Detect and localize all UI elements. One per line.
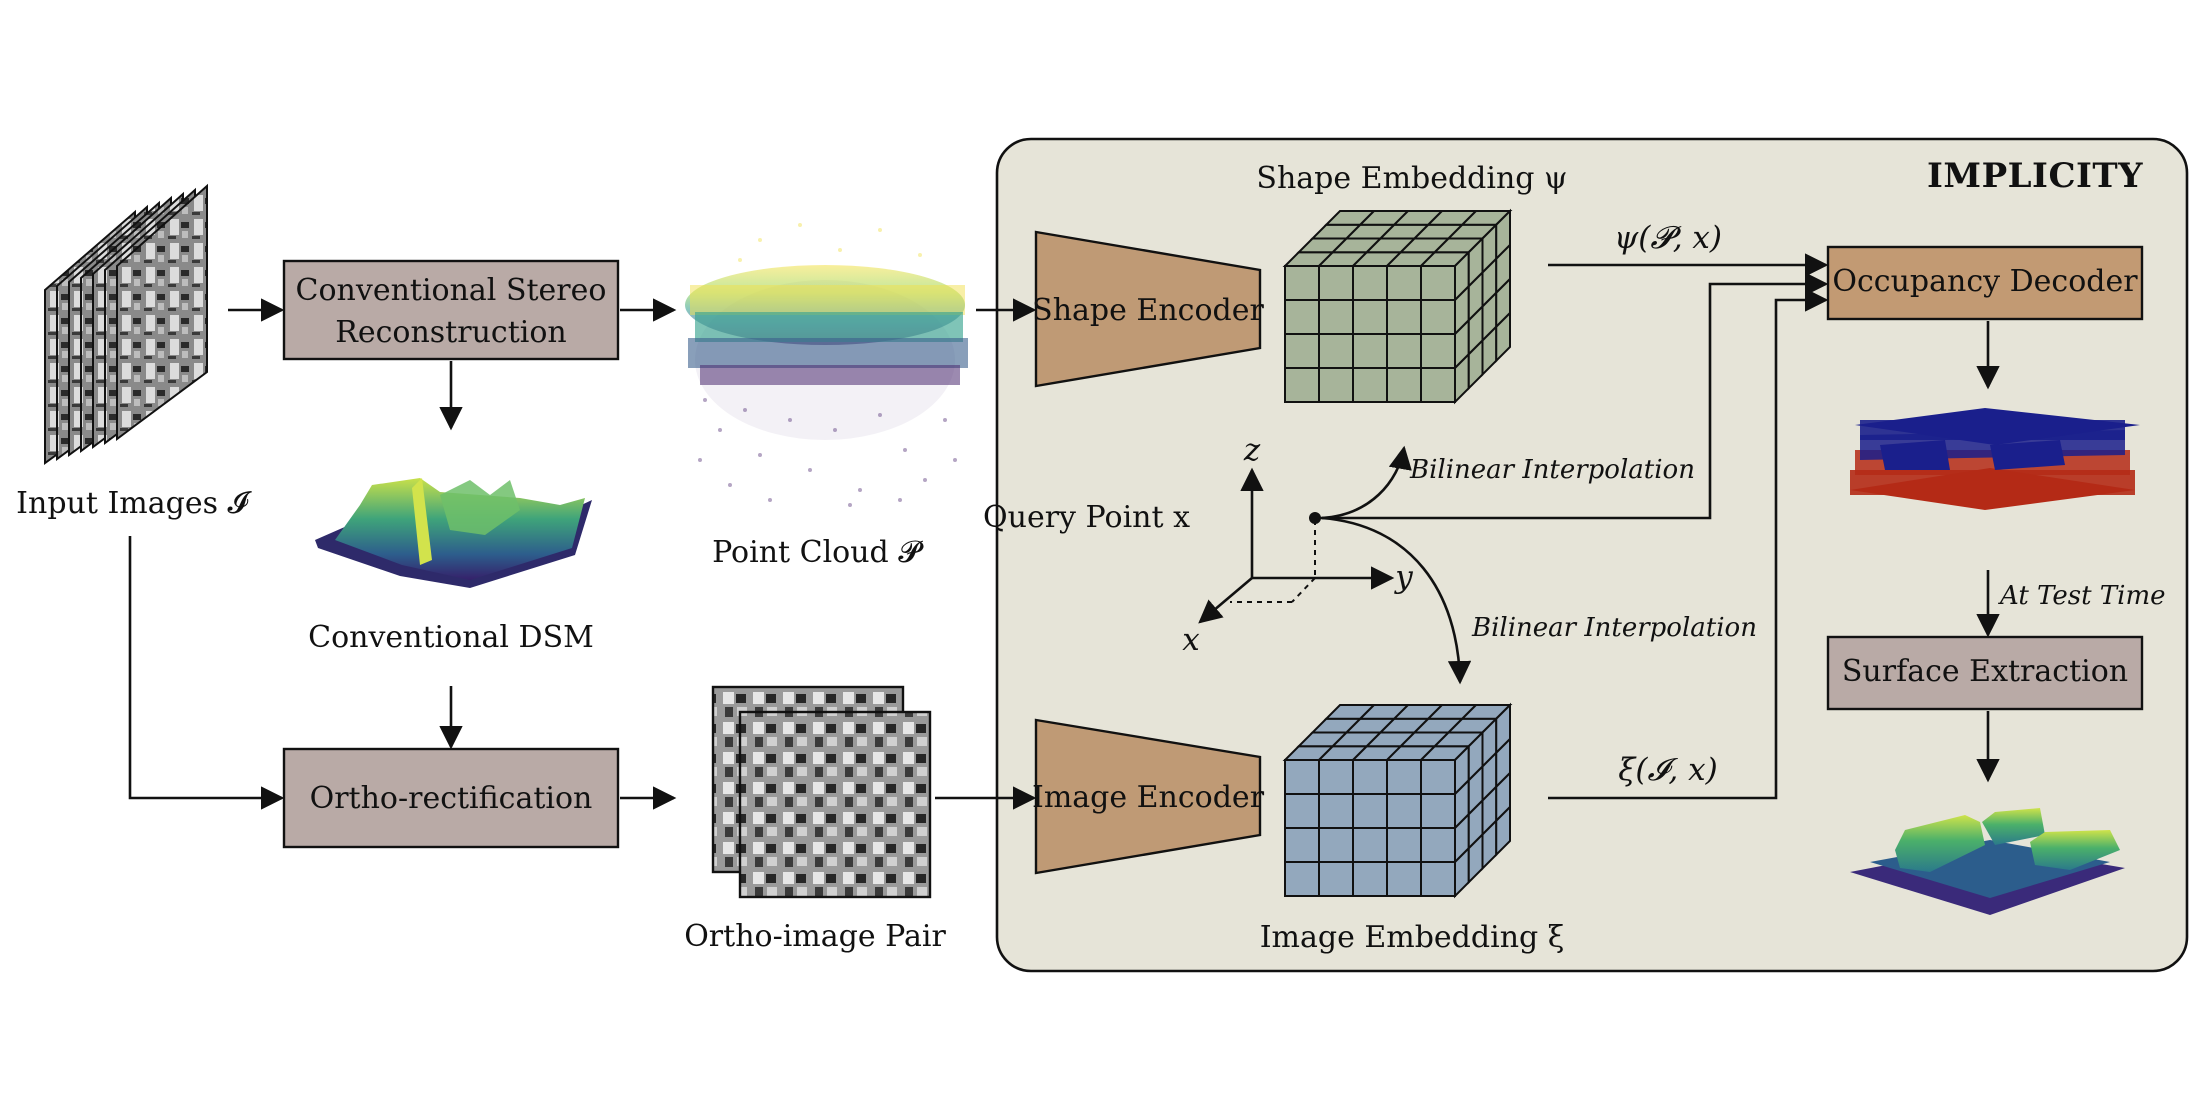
grid-front-cell: [1386, 265, 1422, 301]
query-point-label: Query Point x: [983, 500, 1190, 535]
grid-front-cell: [1352, 827, 1388, 863]
query-axes: [1198, 467, 1395, 624]
image-embedding-label: Image Embedding ξ: [1260, 920, 1565, 955]
shape-embedding-grid: [1282, 208, 1513, 405]
occupancy-volume-image: [1850, 408, 2140, 510]
point-cloud-label: Point Cloud 𝓟: [712, 535, 924, 570]
grid-front-cell: [1420, 861, 1456, 897]
test-time-label: At Test Time: [1998, 581, 2166, 611]
occupancy-decoder-label: Occupancy Decoder: [1832, 264, 2138, 299]
grid-front-cell: [1420, 265, 1456, 301]
input-images-label: Input Images 𝓘: [16, 486, 252, 521]
grid-front-cell: [1386, 299, 1422, 335]
grid-front-cell: [1386, 861, 1422, 897]
image-encoder-block: [1034, 718, 1262, 875]
grid-front-cell: [1318, 299, 1354, 335]
grid-front-cell: [1352, 367, 1388, 403]
grid-front-cell: [1420, 827, 1456, 863]
grid-front-cell: [1352, 299, 1388, 335]
grid-front-cell: [1284, 265, 1320, 301]
grid-front-cell: [1420, 333, 1456, 369]
grid-front-cell: [1284, 367, 1320, 403]
grid-front-cell: [1284, 861, 1320, 897]
grid-front-cell: [1386, 759, 1422, 795]
shape-embedding-label: Shape Embedding ψ: [1256, 161, 1567, 196]
grid-front-cell: [1318, 759, 1354, 795]
grid-front-cell: [1284, 299, 1320, 335]
input-images-stack: [44, 183, 208, 465]
grid-front-cell: [1318, 265, 1354, 301]
grid-front-cell: [1386, 367, 1422, 403]
grid-front-cell: [1420, 759, 1456, 795]
grid-front-cell: [1318, 793, 1354, 829]
grid-front-cell: [1284, 759, 1320, 795]
grid-front-cell: [1386, 827, 1422, 863]
stereo-box-line1: Conventional Stereo: [296, 273, 607, 308]
axis-y-label: y: [1393, 559, 1413, 595]
edges: [128, 253, 2000, 810]
implicity-title: IMPLICITY: [1927, 156, 2143, 196]
stereo-box-line2: Reconstruction: [335, 315, 566, 350]
grid-side-cell: [1495, 310, 1511, 364]
shape-encoder-label: Shape Encoder: [1032, 293, 1264, 328]
grid-front-cell: [1386, 333, 1422, 369]
grid-front-cell: [1420, 299, 1456, 335]
ortho-rectification-box: [282, 747, 620, 849]
grid-front-cell: [1318, 861, 1354, 897]
grid-front-cell: [1318, 333, 1354, 369]
shape-feature-label: ψ(𝓟, x): [1614, 220, 1722, 256]
shape-encoder-block: [1034, 230, 1262, 388]
ortho-rect-label: Ortho-rectification: [310, 781, 593, 816]
image-encoder-label: Image Encoder: [1032, 780, 1265, 815]
interp-bottom-label: Bilinear Interpolation: [1471, 613, 1757, 643]
grid-front-cell: [1284, 333, 1320, 369]
grid-front-cell: [1352, 861, 1388, 897]
conventional-dsm-label: Conventional DSM: [308, 620, 594, 655]
grid-front-cell: [1420, 793, 1456, 829]
surface-extraction-label: Surface Extraction: [1842, 654, 2128, 689]
ortho-image-pair-label: Ortho-image Pair: [684, 919, 946, 954]
interp-top-label: Bilinear Interpolation: [1409, 455, 1695, 485]
axis-x-label: x: [1182, 622, 1200, 658]
grid-front-cell: [1352, 759, 1388, 795]
grid-front-cell: [1284, 827, 1320, 863]
grid-front-cell: [1318, 827, 1354, 863]
grid-front-cell: [1318, 367, 1354, 403]
point-cloud-image: [685, 223, 968, 507]
surface-extraction-box: [1826, 635, 2144, 711]
grid-front-cell: [1284, 793, 1320, 829]
query-point-dot: [1309, 512, 1321, 524]
occupancy-decoder-box: [1826, 245, 2144, 321]
extracted-surface-image: [1850, 808, 2125, 915]
image-embedding-grid: [1282, 702, 1513, 899]
grid-front-cell: [1386, 793, 1422, 829]
image-feature-label: ξ(𝓘, x): [1618, 752, 1717, 788]
grid-front-cell: [1420, 367, 1456, 403]
grid-front-cell: [1352, 265, 1388, 301]
grid-side-cell: [1495, 804, 1511, 858]
axis-z-label: z: [1243, 432, 1261, 468]
ortho-image-pair: [711, 685, 932, 899]
grid-front-cell: [1352, 333, 1388, 369]
conventional-dsm-image: [315, 478, 592, 588]
grid-front-cell: [1352, 793, 1388, 829]
